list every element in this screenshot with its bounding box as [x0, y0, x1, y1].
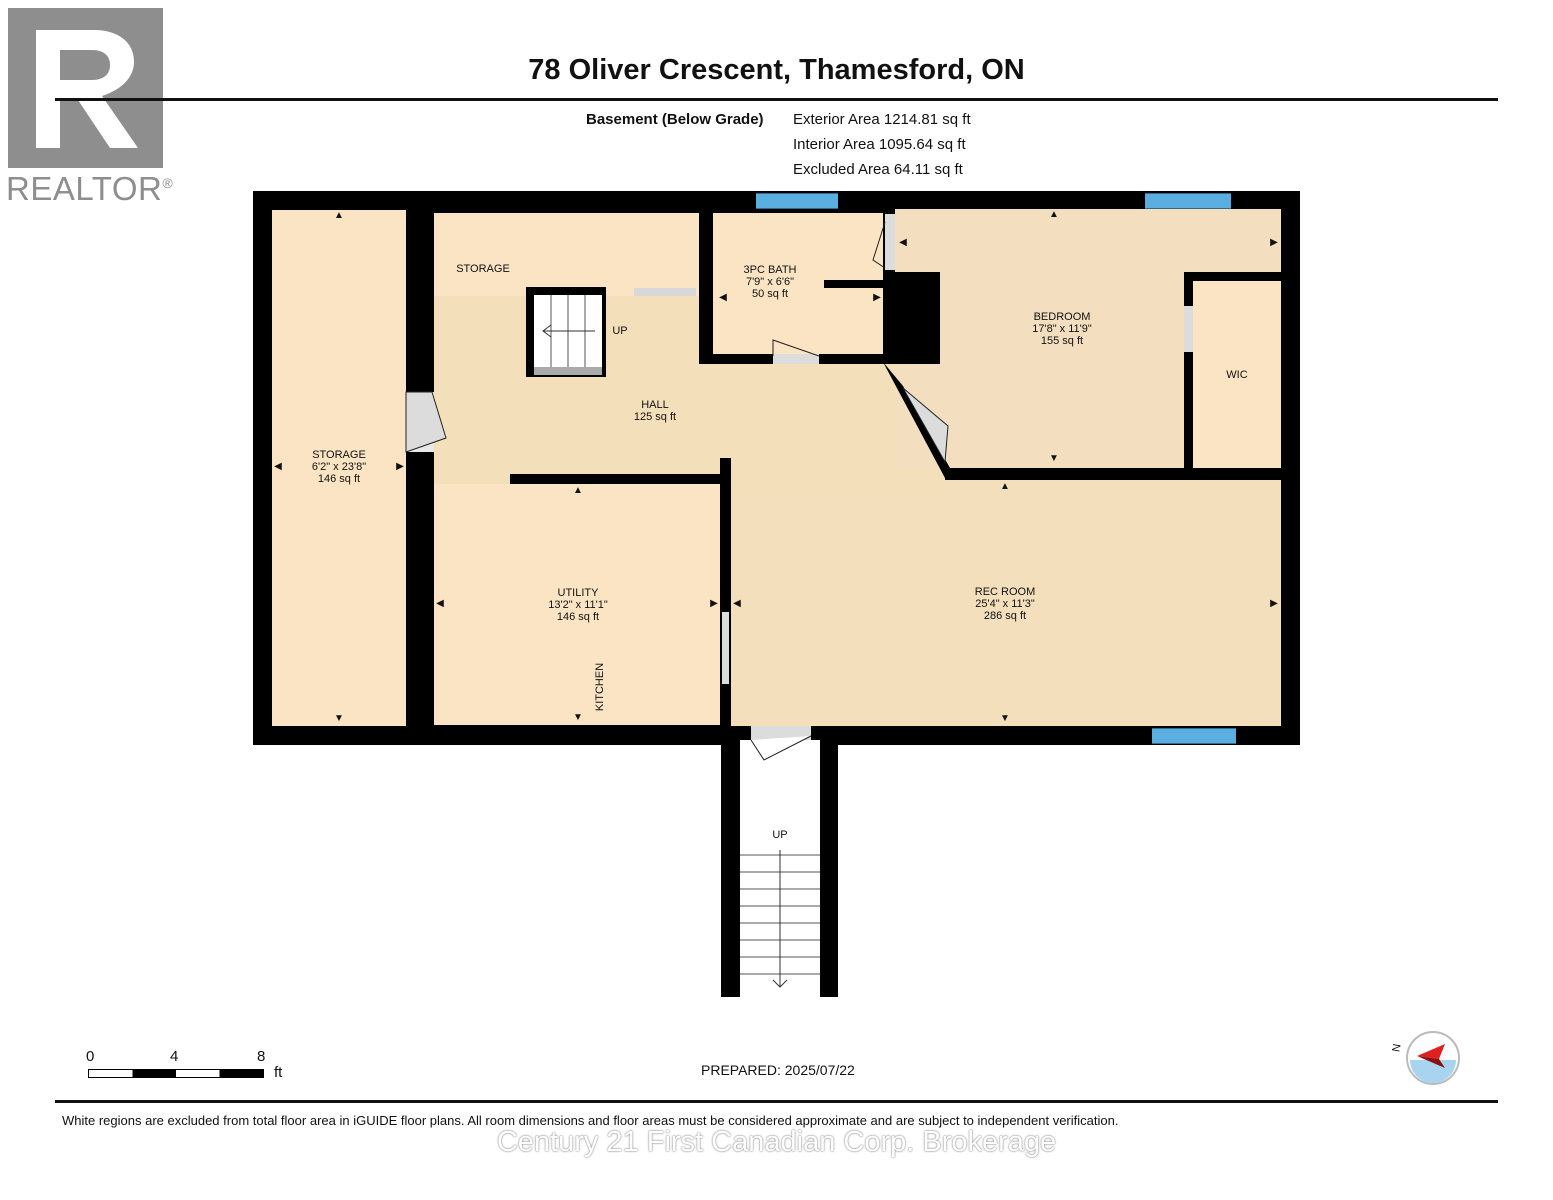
- room-dims: 7'9" x 6'6": [745, 276, 795, 288]
- room-name: WIC: [1226, 369, 1248, 381]
- room-dims: 13'2" x 11'1": [548, 599, 608, 611]
- logo-text: REALTOR: [6, 170, 163, 207]
- door-swings: [405, 214, 1193, 988]
- utility-top-wall: [510, 474, 730, 484]
- floor-plan: ▲ ▼ ◀ ▶ ◀ ▶ ▲ ▼ ◀ ▶ ▲ ▼ ◀ ▶ ▲ ▼ ◀ ▶ STOR…: [253, 191, 1300, 997]
- arrow-left: ◀: [733, 598, 741, 609]
- realtor-logo: [8, 8, 163, 168]
- wic-label: WIC: [1226, 369, 1247, 381]
- scale-tick-4: 4: [170, 1048, 179, 1065]
- storage-partition-wall: [406, 210, 434, 392]
- wic-room: [1193, 281, 1281, 468]
- title-divider: [55, 98, 1498, 101]
- scale-unit: ft: [274, 1064, 283, 1081]
- room-name: 3PC BATH: [743, 264, 797, 276]
- arrow-right: ▶: [710, 598, 718, 609]
- room-area: 286 sq ft: [983, 610, 1027, 622]
- bedroom-bottom-wall: [945, 468, 1300, 480]
- hall-to-rec-fill: [731, 468, 951, 488]
- arrow-up: ▲: [1049, 209, 1059, 220]
- rec-room-window: [1152, 728, 1236, 744]
- room-area: 125 sq ft: [633, 411, 677, 423]
- footer-disclaimer: White regions are excluded from total fl…: [62, 1113, 1119, 1128]
- realtor-wordmark: REALTOR®: [6, 170, 173, 208]
- scale-tick-0: 0: [86, 1048, 95, 1065]
- arrow-right: ▶: [873, 292, 881, 303]
- room-name: HALL: [641, 399, 669, 411]
- arrow-right: ▶: [396, 461, 404, 472]
- arrow-down: ▼: [334, 713, 344, 724]
- storage-left-room: [272, 210, 406, 726]
- utility-label: UTILITY 13'2" x 11'1" 146 sq ft: [548, 587, 608, 623]
- bath-window: [756, 193, 838, 209]
- arrow-up: ▲: [1000, 481, 1010, 492]
- compass: N: [1390, 1030, 1465, 1086]
- compass-n-label: N: [1390, 1043, 1404, 1053]
- room-area: 146 sq ft: [317, 473, 361, 485]
- rec-room: [731, 480, 1281, 726]
- arrow-right: ▶: [1270, 237, 1278, 248]
- bath-left-wall: [699, 210, 713, 364]
- brokerage-watermark: Century 21 First Canadian Corp. Brokerag…: [496, 1126, 1057, 1158]
- bath-stub-wall: [824, 280, 884, 288]
- registered-mark: ®: [162, 175, 174, 191]
- bedroom-window: [1145, 193, 1231, 209]
- room-dims: 6'2" x 23'8": [311, 461, 367, 473]
- bedroom-label: BEDROOM 17'8" x 11'9" 155 sq ft: [1032, 311, 1092, 347]
- arrow-up: ▲: [573, 485, 583, 496]
- room-name: STORAGE: [456, 263, 510, 275]
- room-name: UTILITY: [557, 587, 599, 599]
- arrow-up: ◀: [719, 292, 727, 303]
- arrow-up: ▲: [334, 210, 344, 221]
- room-name: STORAGE: [312, 449, 366, 461]
- room-area: 155 sq ft: [1040, 335, 1084, 347]
- scale-bar-track: [88, 1069, 264, 1078]
- room-dims: 25'4" x 11'3": [975, 598, 1035, 610]
- room-dims: 17'8" x 11'9": [1032, 323, 1092, 335]
- room-name: BEDROOM: [1033, 311, 1091, 323]
- page-title: 78 Oliver Crescent, Thamesford, ON: [528, 54, 1025, 86]
- wic-left-wall: [1184, 272, 1193, 480]
- stair-up-label: UP: [612, 325, 628, 337]
- level-name: Basement (Below Grade): [586, 111, 764, 128]
- storage-partition-wall-lower: [406, 452, 434, 728]
- room-name: REC ROOM: [974, 586, 1036, 598]
- chimney-block: [895, 272, 940, 364]
- arrow-down: ▼: [1000, 713, 1010, 724]
- kitchen-label: KITCHEN: [594, 662, 606, 712]
- compass-icon: [1406, 1031, 1460, 1085]
- scale-tick-8: 8: [257, 1048, 266, 1065]
- storage-left-label: STORAGE 6'2" x 23'8" 146 sq ft: [312, 449, 366, 485]
- storage-top-label: STORAGE: [456, 263, 510, 275]
- bath-label: 3PC BATH 7'9" x 6'6" 50 sq ft: [744, 264, 797, 300]
- hall-label: HALL 125 sq ft: [634, 399, 676, 423]
- excluded-area: Excluded Area 64.11 sq ft: [793, 161, 963, 178]
- arrow-left: ◀: [274, 461, 282, 472]
- utility-room: [434, 484, 721, 725]
- room-area: 146 sq ft: [556, 611, 600, 623]
- exterior-area: Exterior Area 1214.81 sq ft: [793, 111, 971, 128]
- arrow-left: ◀: [436, 598, 444, 609]
- prepared-date: PREPARED: 2025/07/22: [701, 1062, 855, 1078]
- arrow-down: ▼: [1049, 453, 1059, 464]
- arrow-left: ◀: [899, 237, 907, 248]
- utility-right-wall: [720, 458, 731, 728]
- arrow-right: ▶: [1270, 598, 1278, 609]
- wic-top-wall: [1184, 272, 1281, 281]
- exterior-stair-label: UP: [772, 829, 788, 841]
- interior-area: Interior Area 1095.64 sq ft: [793, 136, 966, 153]
- room-area: 50 sq ft: [751, 288, 789, 300]
- arrow-down: ▼: [573, 712, 583, 723]
- footer-divider: [55, 1100, 1498, 1103]
- rec-room-label: REC ROOM 25'4" x 11'3" 286 sq ft: [975, 586, 1036, 622]
